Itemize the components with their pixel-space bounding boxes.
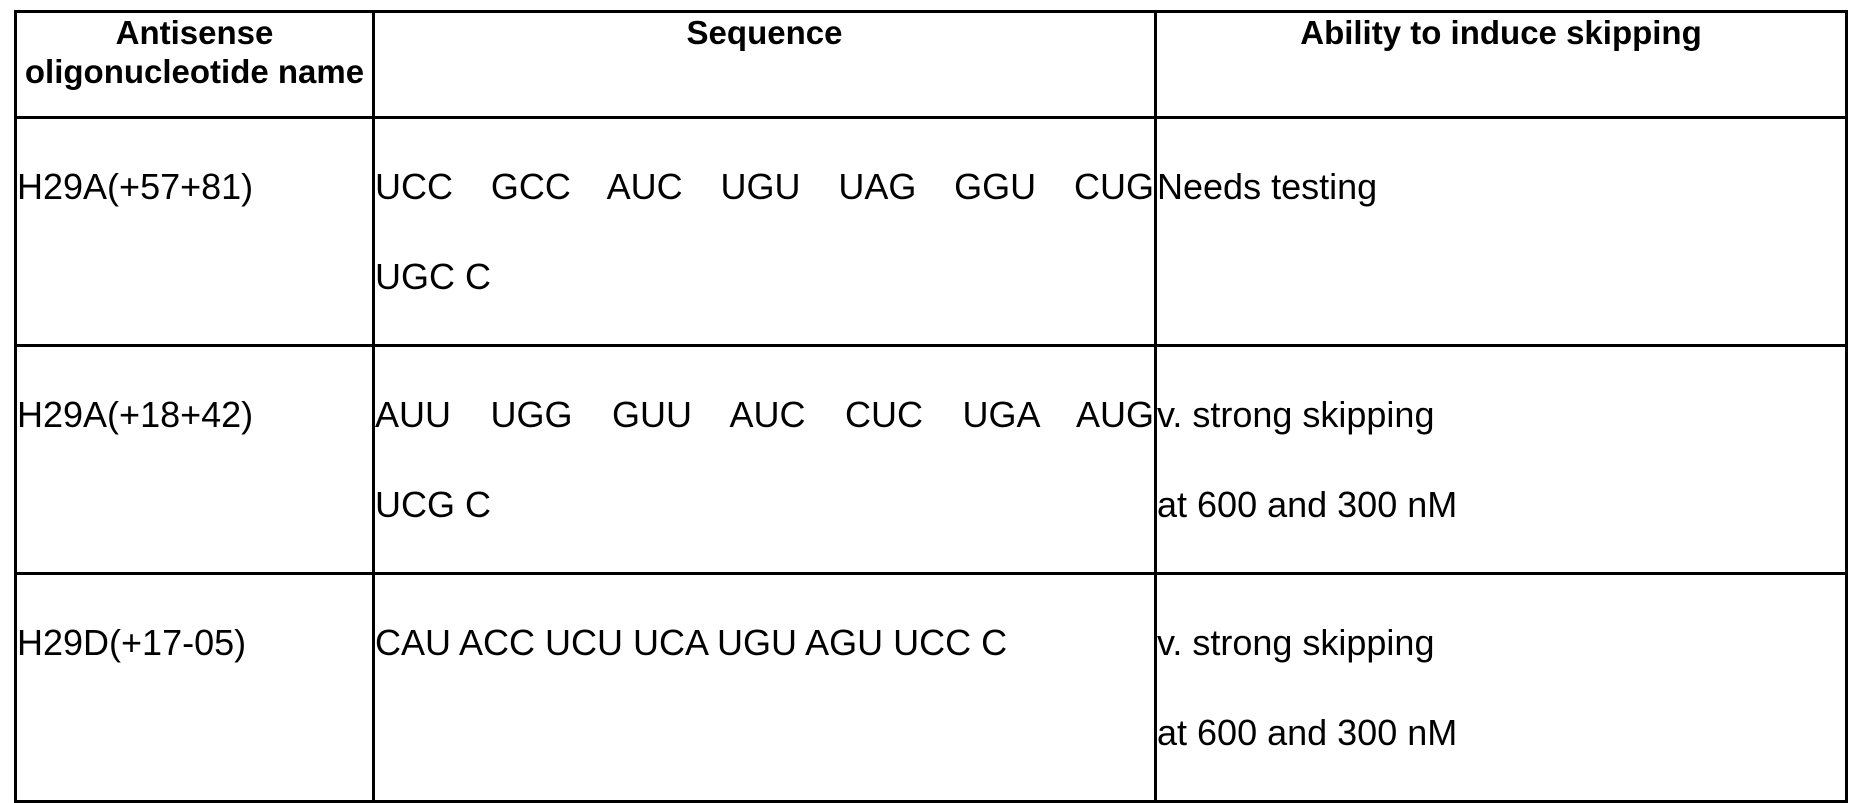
ability-line-2: at 600 and 300 nM — [1157, 484, 1458, 525]
ability-line-1: Needs testing — [1157, 166, 1378, 207]
ability-line-1: v. strong skipping — [1157, 622, 1435, 663]
cell-oligonucleotide-name: H29D(+17-05) — [14, 572, 375, 803]
cell-ability: Needs testing — [1154, 116, 1848, 347]
column-header-oligonucleotide-name-label: Antisense oligonucleotide name — [24, 14, 365, 90]
cell-ability: v. strong skipping at 600 and 300 nM — [1154, 344, 1848, 575]
cell-ability: v. strong skipping at 600 and 300 nM — [1154, 572, 1848, 803]
sequence-line-1: AUU UGG GUU AUC CUC UGA AUG — [375, 394, 1154, 435]
table-header-row: Antisense oligonucleotide name Sequence … — [14, 10, 1848, 119]
table-row: H29A(+18+42) AUU UGG GUU AUC CUC UGA AUG… — [14, 344, 1848, 575]
cell-oligonucleotide-name: H29A(+57+81) — [14, 116, 375, 347]
cell-sequence: UCC GCC AUC UGU UAG GGU CUG UGC C — [372, 116, 1157, 347]
ability-line-2: at 600 and 300 nM — [1157, 712, 1458, 753]
antisense-oligonucleotide-table: Antisense oligonucleotide name Sequence … — [14, 10, 1848, 803]
table-row: H29D(+17-05) CAU ACC UCU UCA UGU AGU UCC… — [14, 572, 1848, 803]
oligonucleotide-name-value: H29A(+57+81) — [17, 166, 254, 207]
table-row: H29A(+57+81) UCC GCC AUC UGU UAG GGU CUG… — [14, 116, 1848, 347]
column-header-oligonucleotide-name: Antisense oligonucleotide name — [14, 10, 375, 119]
antisense-oligonucleotide-table-wrapper: Antisense oligonucleotide name Sequence … — [14, 10, 1848, 803]
column-header-ability-label: Ability to induce skipping — [1300, 14, 1702, 51]
column-header-sequence-label: Sequence — [686, 14, 843, 51]
cell-sequence: CAU ACC UCU UCA UGU AGU UCC C — [372, 572, 1157, 803]
sequence-line-2: UCG C — [375, 484, 491, 525]
sequence-line-2: UGC C — [375, 256, 491, 297]
oligonucleotide-name-value: H29A(+18+42) — [17, 394, 254, 435]
ability-line-1: v. strong skipping — [1157, 394, 1435, 435]
document-page: Antisense oligonucleotide name Sequence … — [14, 10, 1848, 803]
cell-oligonucleotide-name: H29A(+18+42) — [14, 344, 375, 575]
sequence-line-1: UCC GCC AUC UGU UAG GGU CUG — [375, 166, 1154, 207]
sequence-line-1: CAU ACC UCU UCA UGU AGU UCC C — [375, 622, 1008, 663]
column-header-sequence: Sequence — [372, 10, 1157, 119]
column-header-ability-to-induce-skipping: Ability to induce skipping — [1154, 10, 1848, 119]
oligonucleotide-name-value: H29D(+17-05) — [17, 622, 247, 663]
cell-sequence: AUU UGG GUU AUC CUC UGA AUG UCG C — [372, 344, 1157, 575]
